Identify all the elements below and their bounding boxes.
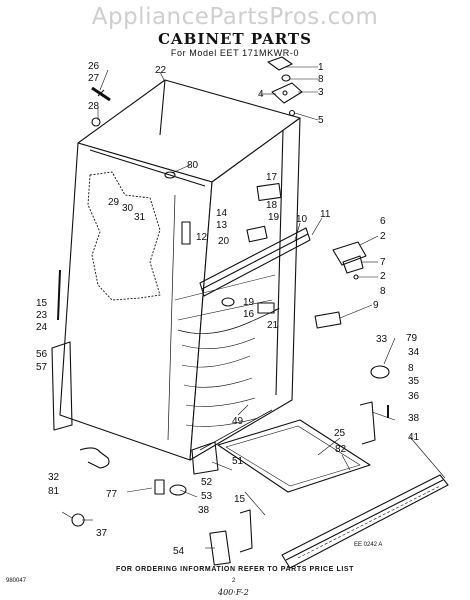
- callout-80: 80: [187, 160, 199, 171]
- callout-5: 5: [318, 115, 324, 126]
- callout-14: 14: [216, 208, 228, 219]
- callout-34: 34: [408, 347, 420, 358]
- callout-51: 51: [232, 456, 244, 467]
- callout-32: 32: [48, 472, 60, 483]
- callout-13: 13: [216, 220, 228, 231]
- callout-23: 23: [36, 310, 48, 321]
- callout-53: 53: [201, 491, 213, 502]
- callout-19b: 19: [243, 297, 255, 308]
- callout-37: 37: [96, 528, 108, 539]
- callout-15b: 15: [234, 494, 246, 505]
- callout-41: 41: [408, 432, 420, 443]
- callout-15: 15: [36, 298, 48, 309]
- callout-22: 22: [155, 65, 167, 76]
- callout-38: 38: [408, 413, 420, 424]
- cabinet-shell: [59, 79, 301, 461]
- callout-57: 57: [36, 362, 48, 373]
- toe-grille: [281, 474, 449, 569]
- callout-30: 30: [122, 203, 134, 214]
- drip-tray: [217, 419, 371, 493]
- center-hinge-assembly: [332, 241, 367, 280]
- callout-21: 21: [267, 320, 279, 331]
- callout-8: 8: [318, 74, 324, 85]
- callout-28: 28: [88, 101, 100, 112]
- callout-18: 18: [266, 200, 278, 211]
- callout-77: 77: [106, 489, 118, 500]
- callout-82: 82: [335, 444, 347, 455]
- callout-38b: 38: [198, 505, 210, 516]
- callout-81: 81: [48, 486, 60, 497]
- callout-7: 7: [380, 257, 386, 268]
- callout-26: 26: [88, 61, 100, 72]
- callout-79: 79: [406, 333, 418, 344]
- drawing-code: EE 0242 A: [354, 542, 383, 548]
- callout-17: 17: [266, 172, 278, 183]
- callout-31: 31: [134, 212, 146, 223]
- callout-33: 33: [376, 334, 388, 345]
- watermark: AppliancePartsPros.com: [91, 4, 379, 30]
- callout-19: 19: [268, 212, 280, 223]
- handwritten-note: 400·F-2: [218, 588, 249, 597]
- callout-11: 11: [320, 209, 331, 220]
- callout-16: 16: [243, 309, 255, 320]
- footer-note: FOR ORDERING INFORMATION REFER TO PARTS …: [115, 566, 355, 573]
- callout-2b: 2: [380, 271, 386, 282]
- handle-stud: [91, 86, 111, 127]
- cross-brace: [199, 227, 311, 297]
- callout-52: 52: [201, 477, 213, 488]
- callout-25: 25: [334, 428, 346, 439]
- callout-1: 1: [318, 62, 324, 73]
- callout-24: 24: [36, 322, 48, 333]
- callout-10: 10: [296, 214, 308, 225]
- callout-36: 36: [408, 391, 420, 402]
- callout-54: 54: [173, 546, 185, 557]
- page-number: 2: [232, 578, 236, 584]
- callout-56: 56: [36, 349, 48, 360]
- diagram-title: CABINET PARTS: [158, 30, 312, 48]
- callout-8b: 8: [380, 286, 386, 297]
- callout-9: 9: [373, 300, 379, 311]
- callout-29: 29: [108, 197, 120, 208]
- callout-20: 20: [218, 236, 230, 247]
- callout-8c: 8: [408, 363, 414, 374]
- callout-4: 4: [258, 89, 264, 100]
- doc-number: 980047: [6, 578, 27, 584]
- diagram-subtitle: For Model EET 171MKWR-0: [170, 48, 300, 58]
- callout-3: 3: [318, 87, 324, 98]
- callout-2: 2: [380, 231, 386, 242]
- callout-35: 35: [408, 376, 420, 387]
- callout-12: 12: [196, 232, 208, 243]
- part-callouts: 1 2 2 3 4 5 6 7 8 8 8 9 10 11 12 13 14 1…: [36, 61, 420, 557]
- callout-27: 27: [88, 73, 100, 84]
- callout-49: 49: [232, 416, 244, 427]
- top-hinge-assembly: [267, 56, 303, 117]
- callout-6: 6: [380, 216, 386, 227]
